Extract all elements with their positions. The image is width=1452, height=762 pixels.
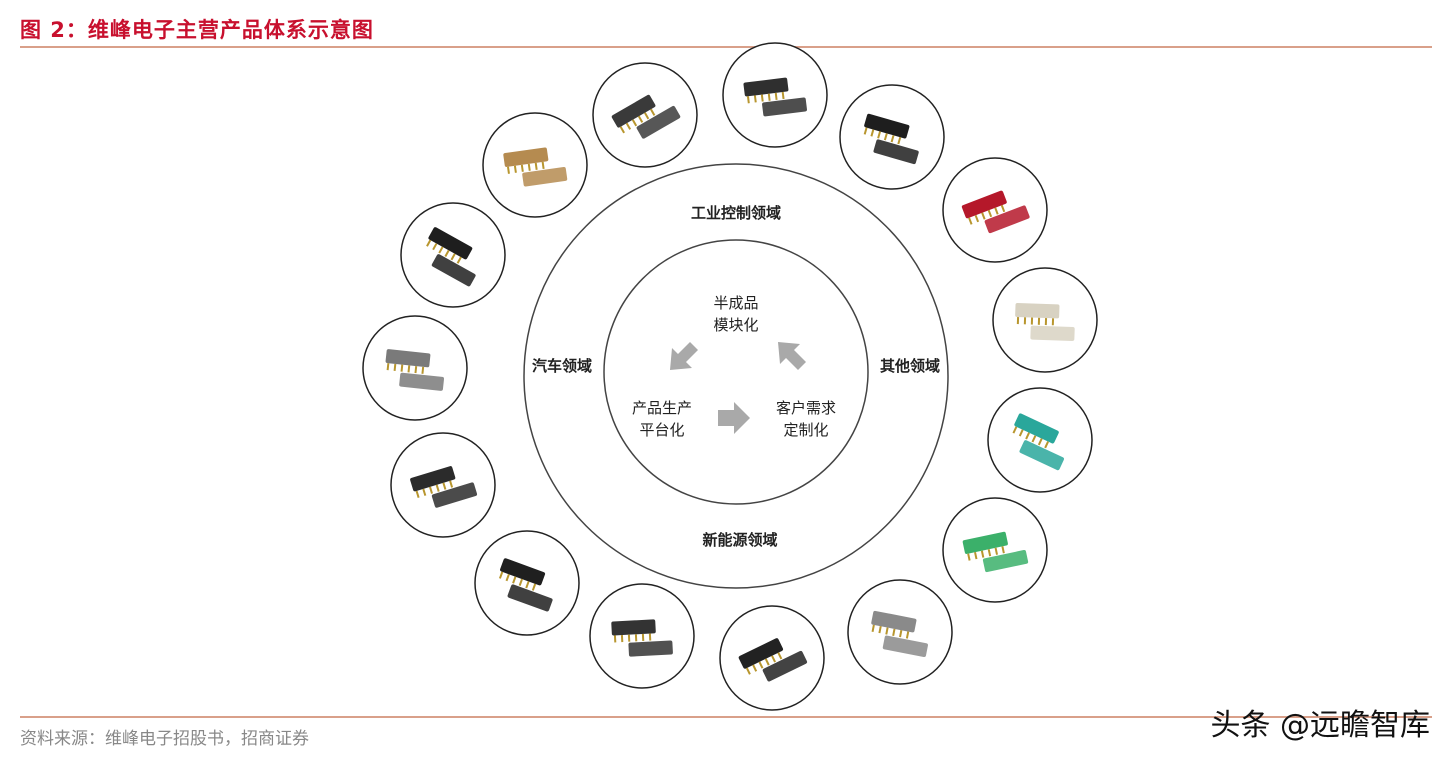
product-circle <box>942 157 1048 263</box>
label-modular: 模块化 <box>713 316 758 334</box>
label-other: 其他领域 <box>880 357 940 375</box>
connector-icon <box>426 227 476 287</box>
connector-icon <box>863 113 919 165</box>
connector-icon <box>962 531 1029 573</box>
watermark: 头条 @远瞻智库 <box>1210 708 1430 743</box>
label-customer-demand: 客户需求 <box>776 399 836 417</box>
product-circle <box>362 315 468 421</box>
top-divider <box>20 46 1432 48</box>
product-circle <box>589 583 695 689</box>
label-new-energy: 新能源领域 <box>702 531 777 549</box>
connector-icon <box>871 610 928 658</box>
label-industrial-control: 工业控制领域 <box>691 204 781 222</box>
product-circles <box>362 42 1098 711</box>
arrow-icon <box>670 342 806 434</box>
connector-icon <box>410 466 478 508</box>
product-circle <box>592 62 698 168</box>
connector-icon <box>738 638 808 682</box>
label-semi-finished: 半成品 <box>713 294 758 312</box>
product-circle <box>992 267 1098 373</box>
product-circle <box>482 112 588 218</box>
figure-title: 图 2：维峰电子主营产品体系示意图 <box>20 18 374 42</box>
label-customized: 定制化 <box>783 421 828 439</box>
connector-icon <box>1012 413 1064 471</box>
product-circle <box>390 432 496 538</box>
connector-icon <box>611 619 673 657</box>
product-circle <box>722 42 828 148</box>
product-circle <box>942 497 1048 603</box>
product-circle <box>847 579 953 685</box>
label-automotive: 汽车领域 <box>532 357 592 375</box>
label-production: 产品生产 <box>632 399 692 417</box>
connector-icon <box>498 558 553 612</box>
product-circle <box>839 84 945 190</box>
connector-icon <box>743 77 807 117</box>
product-circle <box>474 530 580 636</box>
connector-icon <box>611 94 681 139</box>
bottom-divider <box>20 716 1432 718</box>
outer-ring <box>523 163 949 589</box>
inner-ring <box>603 239 869 505</box>
product-circle <box>719 605 825 711</box>
connector-icon <box>1015 303 1075 341</box>
source-note: 资料来源：维峰电子招股书，招商证券 <box>20 729 309 749</box>
connector-icon <box>385 349 445 391</box>
product-circle <box>987 387 1093 493</box>
label-platform: 平台化 <box>639 421 684 439</box>
connector-icon <box>503 147 568 187</box>
connector-icon <box>961 190 1030 234</box>
product-circle <box>400 202 506 308</box>
